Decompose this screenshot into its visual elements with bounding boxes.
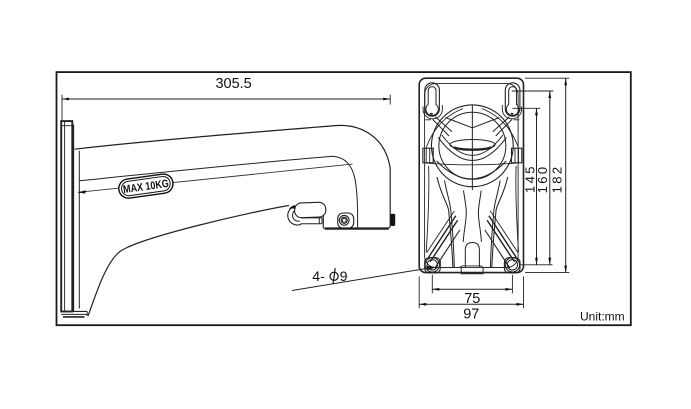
svg-text:75: 75 [464,291,480,307]
svg-text:305.5: 305.5 [215,76,251,92]
svg-text:160: 160 [535,164,550,193]
svg-text:182: 182 [550,164,565,193]
svg-text:97: 97 [463,306,479,322]
svg-text:Unit:mm: Unit:mm [580,310,625,324]
svg-text:4-: 4- [312,269,325,285]
svg-text:145: 145 [522,164,537,193]
svg-text:9: 9 [340,269,348,285]
